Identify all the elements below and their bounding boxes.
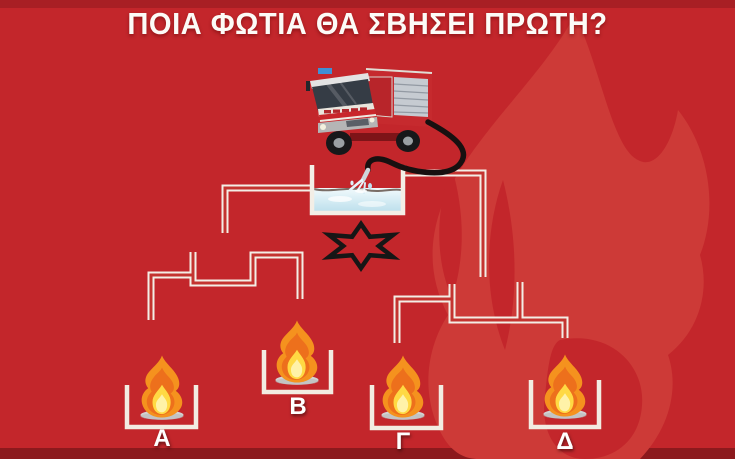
fire-truck-icon	[306, 68, 433, 155]
pipe-network	[147, 169, 569, 343]
fire-containers	[124, 350, 602, 431]
fire-container-g	[369, 385, 444, 431]
water-hose-icon	[348, 119, 467, 194]
puzzle-title: ΠΟΙΑ ΦΩΤΙΑ ΘΑ ΣΒΗΣΕΙ ΠΡΩΤΗ?	[127, 6, 608, 41]
fire-label-d: Δ	[556, 428, 574, 455]
fire-container-b	[261, 350, 334, 395]
fire-label-g: Γ	[395, 428, 411, 455]
six-pointed-star-icon	[321, 220, 401, 272]
fire-label-a: Α	[153, 425, 171, 452]
fire-container-a	[124, 385, 199, 430]
fire-label-b: Β	[289, 393, 307, 420]
water-spray-icon	[348, 178, 372, 194]
fire-container-d	[528, 380, 602, 430]
